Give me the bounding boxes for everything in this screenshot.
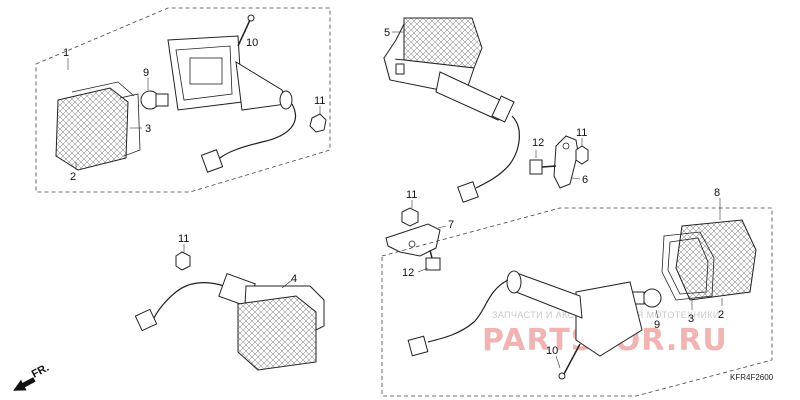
callout-2-right: 2 [718,309,724,321]
callout-3-left: 3 [145,123,151,135]
callout-11-lower-left: 11 [178,233,189,245]
lens-5 [403,17,483,69]
callout-3-right: 3 [688,313,694,325]
bulb-9-right [631,288,662,308]
assembly-1-boundary [35,7,331,193]
callout-4: 4 [291,273,297,285]
diagram-part-code: KFR4F2600 [730,373,774,382]
callout-9-right: 9 [654,319,660,331]
nut-11-left [309,113,327,133]
callout-6: 6 [582,174,588,186]
callout-11-left: 11 [314,95,325,107]
connector-5 [457,181,479,203]
bolt-12-bracket-7 [425,249,441,271]
nut-11-bracket-6 [575,145,589,165]
front-label: FR. [30,362,51,381]
assembly-4-front-right: 11 4 [134,233,325,371]
callout-11-middle: 11 [406,189,417,201]
callout-12-lower: 12 [402,267,414,279]
front-arrow-icon [13,377,36,391]
nut-11-bracket-7 [401,207,419,227]
lens-4 [237,295,317,371]
lens-2-right [675,219,757,301]
callout-10-left: 10 [246,37,258,49]
connector-4 [134,308,158,332]
connector-8 [407,335,429,357]
bracket-6: 12 11 6 [529,127,589,189]
callout-8: 8 [714,187,720,199]
gasket-3-left [119,93,141,157]
bolt-12-bracket-6 [529,159,557,175]
callout-7: 7 [448,219,454,231]
screw-10-right [558,343,581,380]
callout-11-upper: 11 [576,127,587,139]
callout-1: 1 [63,47,69,59]
assembly-8-rear-right: 8 9 3 2 10 [381,187,773,397]
assembly-1-front-left: 1 2 3 9 10 11 [35,7,331,193]
screw-10-left [237,14,255,47]
nut-11-lower-left [175,251,191,271]
callout-12-upper: 12 [532,137,544,149]
callout-2-left: 2 [70,171,76,183]
callout-9-left: 9 [143,67,149,79]
callout-10-right: 10 [546,345,558,357]
callout-5: 5 [384,27,390,39]
housing-left [167,35,293,111]
bracket-7: 11 7 12 [385,189,454,279]
housing-right [575,281,643,357]
bulb-9-left [140,90,169,110]
front-direction-indicator: FR. [13,362,51,391]
connector-left [200,149,224,173]
assembly-5-rear-left: 5 [383,17,520,203]
gasket-3-right [661,231,715,301]
lens-2-left [55,87,129,171]
assembly-8-boundary [381,207,773,397]
